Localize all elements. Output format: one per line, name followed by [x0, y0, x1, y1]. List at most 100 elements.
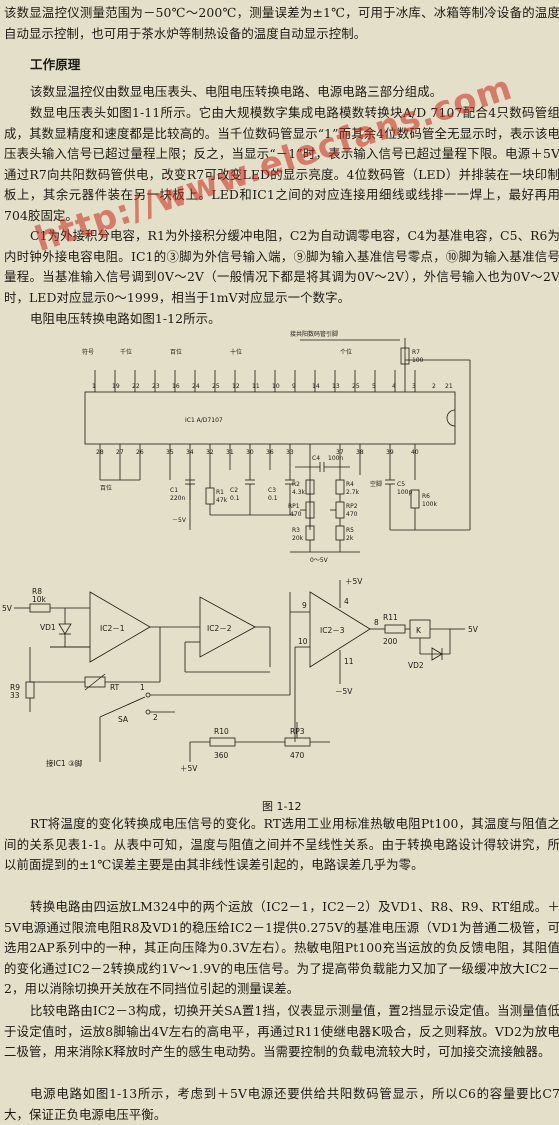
- switch-pos-1-label: 1: [140, 683, 145, 692]
- pin-label: 35: [166, 449, 174, 456]
- c4-value: 100n: [328, 455, 343, 462]
- section-heading: 工作原理: [30, 57, 81, 72]
- c2-value: 0.1: [230, 495, 240, 502]
- group-tens: 十位: [230, 348, 242, 356]
- pin-label: 2: [432, 383, 436, 390]
- r1-label: R1: [216, 489, 224, 496]
- ic2-1-label: IC2－1: [100, 624, 125, 633]
- paragraph-7: 比较电路由IC2－3构成，切换开关SA置1挡，仪表显示测量值，置2挡显示设定值。…: [4, 1003, 559, 1059]
- group-sign: 符号: [82, 348, 94, 356]
- pin-label: 24: [192, 383, 200, 390]
- pin-label: 5: [372, 383, 376, 390]
- pin-label: 14: [312, 383, 320, 390]
- c5-label: C5: [397, 481, 405, 488]
- output-5v-label: 5V: [468, 625, 479, 634]
- pin-label: 11: [252, 383, 260, 390]
- neg-5v-label: －5V: [335, 687, 353, 696]
- r2-label: R2: [292, 481, 300, 488]
- r5-label: R5: [346, 527, 354, 534]
- pin-label: 26: [136, 449, 144, 456]
- r2-value: 4.3k: [292, 489, 306, 496]
- r6-label: R6: [422, 493, 430, 500]
- r11-value: 200: [383, 637, 398, 646]
- neg-5v-label: －5V: [172, 517, 187, 524]
- pin-label: 36: [266, 449, 274, 456]
- pin-label: 30: [246, 449, 254, 456]
- r3-label: R3: [292, 527, 300, 534]
- r6-value: 100k: [422, 501, 437, 508]
- r3-value: 20k: [292, 535, 304, 542]
- pin-label: 13: [332, 383, 340, 390]
- r4-value: 2.7k: [346, 489, 360, 496]
- pin-9-label: 9: [302, 601, 307, 610]
- c1-value: 220n: [170, 495, 185, 502]
- pin-label: 25: [352, 383, 360, 390]
- chip-label: IC1 A/D7107: [185, 417, 223, 424]
- paragraph-5: RT将温度的变化转换成电压信号的变化。RT选用工业用标准热敏电阻Pt100，其温…: [4, 816, 559, 872]
- r9-value: 33: [10, 691, 20, 700]
- relay-k-label: K: [416, 626, 422, 635]
- pin-label: 37: [336, 449, 344, 456]
- c5-value: 100p: [397, 489, 412, 496]
- c1-label: C1: [170, 487, 178, 494]
- paragraph-3: C1为外接积分电容，R1为外接积分缓冲电阻，C2为自动调零电容，C4为基准电容，…: [4, 228, 559, 305]
- input-5v-label: 5V: [2, 604, 13, 613]
- pin-label: 38: [356, 449, 364, 456]
- pin-label: 31: [226, 449, 234, 456]
- paragraph-4: 电阻电压转换电路如图1-12所示。: [30, 311, 221, 326]
- switch-pos-2-label: 2: [153, 713, 158, 722]
- rp3-value: 470: [290, 751, 305, 760]
- pin-label: 3: [412, 383, 416, 390]
- r7-label: R7: [412, 349, 420, 356]
- rp2-value: 470: [346, 511, 358, 518]
- switch-sa-label: SA: [118, 715, 129, 724]
- figure-caption: 图 1-12: [262, 800, 302, 813]
- pin-label: 22: [132, 383, 140, 390]
- unused-pin-label: 空脚: [370, 480, 382, 488]
- pin-label: 25: [212, 383, 220, 390]
- plus-5v-bottom-label: ＋5V: [180, 764, 198, 772]
- c3-value: 0.1: [268, 495, 278, 502]
- c3-label: C3: [268, 487, 276, 494]
- r8-value: 10k: [32, 595, 47, 604]
- r7-value: 100: [412, 357, 424, 364]
- converter-circuit-diagram: 5V R8 10k VD1 R9 33 RT IC2－1 IC2－2 IC2－3…: [2, 577, 479, 772]
- rp1-value: 470: [290, 511, 302, 518]
- paragraph-intro: 该数显温控仪测量范围为－50℃～200℃，测量误差为±1℃，可用于冰库、冰箱等制…: [4, 5, 559, 41]
- rp3-label: RP3: [290, 727, 305, 736]
- r4-label: R4: [346, 481, 354, 488]
- pin-label: 40: [411, 449, 419, 456]
- pin-10-label: 10: [298, 637, 308, 646]
- rp2-label: RP2: [346, 503, 358, 510]
- plus-5v-top-label: ＋5V: [345, 577, 363, 586]
- pin-label: 16: [172, 383, 180, 390]
- pin-4-label: 4: [344, 597, 349, 606]
- r1-value: 47k: [216, 497, 228, 504]
- pin-label: 9: [292, 383, 296, 390]
- group-thousands: 千位: [120, 348, 132, 356]
- c4-label: C4: [312, 455, 320, 462]
- ic2-2-label: IC2－2: [207, 624, 232, 633]
- group-units: 个位: [340, 348, 352, 356]
- rp1-label: RP1: [288, 503, 300, 510]
- r10-value: 360: [214, 751, 229, 760]
- bottom-hundreds-label: 百位: [100, 484, 112, 492]
- adc-circuit-diagram: IC1 A/D7107 接共阳数码管引脚 符号 千位 百位 十位 个位 R7 1…: [82, 330, 471, 564]
- paragraph-6: 转换电路由四运放LM324中的两个运放（IC2－1，IC2－2）及VD1、R8、…: [4, 899, 559, 996]
- pin-label: 33: [286, 449, 294, 456]
- paragraph-1: 该数显温控仪由数显电压表头、电阻电压转换电路、电源电路三部分组成。: [30, 84, 443, 99]
- pin-label: 39: [386, 449, 394, 456]
- paragraph-2: 数显电压表头如图1-11所示。它由大规模数字集成电路模数转换块A/D 7107配…: [4, 105, 559, 223]
- vd2-label: VD2: [408, 661, 424, 670]
- range-0-5v-label: 0～5V: [310, 557, 329, 564]
- to-ic1-pin3-label: 接IC1 ③脚: [46, 758, 82, 768]
- rt-label: RT: [110, 683, 120, 692]
- pin-label: 21: [445, 383, 453, 390]
- pin-label: 23: [152, 383, 160, 390]
- pin-label: 32: [206, 449, 214, 456]
- pin-label: 4: [392, 383, 396, 390]
- pin-label: 34: [186, 449, 194, 456]
- group-hundreds: 百位: [170, 348, 182, 356]
- paragraph-8: 电源电路如图1-13所示，考虑到＋5V电源还要供给共阳数码管显示，所以C6的容量…: [4, 1086, 559, 1122]
